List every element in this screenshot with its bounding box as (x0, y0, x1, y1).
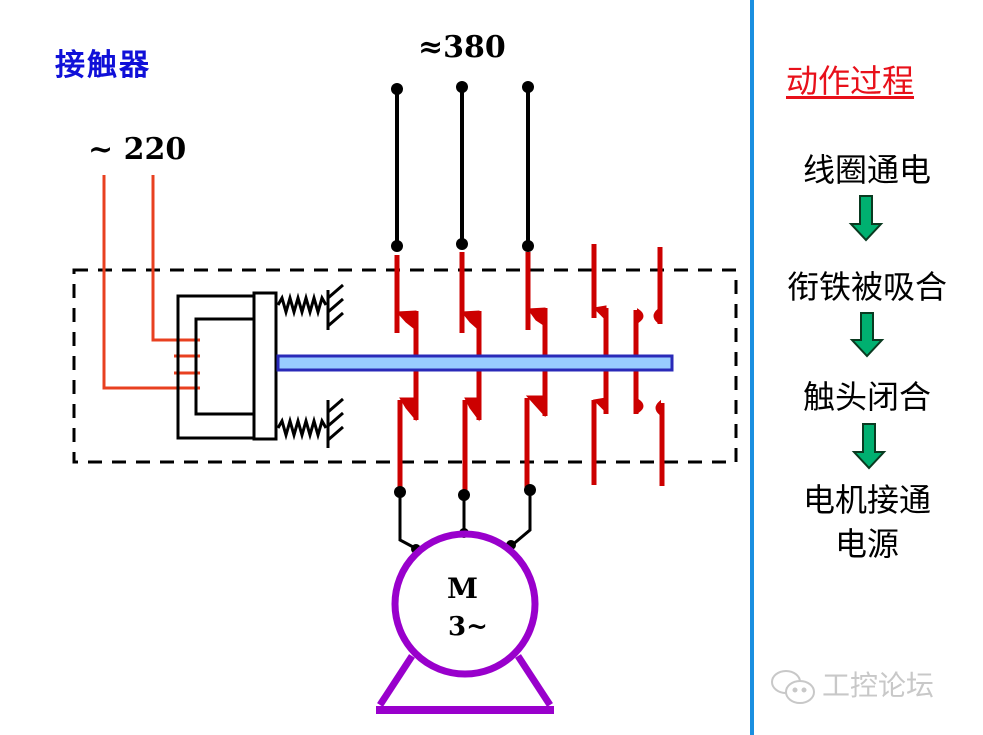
motor-symbol-label: M (447, 572, 478, 605)
wechat-icon (771, 670, 815, 704)
spring-bottom (276, 397, 344, 448)
main-contacts (394, 244, 665, 490)
arrow-down-icon (849, 312, 885, 358)
contactor-enclosure (72, 268, 738, 464)
motor (376, 530, 554, 714)
process-arrows (848, 195, 887, 470)
process-step: 触头闭合 (802, 378, 931, 416)
process-step: 衔铁被吸合 (786, 268, 947, 306)
coil-voltage-label: ~ 220 (88, 132, 187, 167)
arrow-down-icon (851, 423, 887, 470)
diagram-title: 接触器 (55, 48, 151, 83)
watermark-text: 工控论坛 (822, 669, 935, 702)
process-title: 动作过程 (786, 62, 915, 100)
coil-wires (102, 175, 200, 390)
iron-core (176, 294, 254, 440)
supply-voltage-label: ≈380 (418, 30, 506, 65)
spring-top (276, 283, 344, 330)
armature (252, 291, 278, 441)
armature-bar (276, 354, 674, 372)
supply-lines (395, 88, 530, 246)
motor-phase-label: 3~ (448, 612, 488, 642)
main-contact-3 (524, 252, 548, 488)
arrow-down-icon (848, 195, 884, 242)
process-step: 线圈通电 (802, 151, 931, 189)
supply-terminals (391, 81, 534, 252)
process-step: 电机接通 电源 (802, 481, 931, 563)
